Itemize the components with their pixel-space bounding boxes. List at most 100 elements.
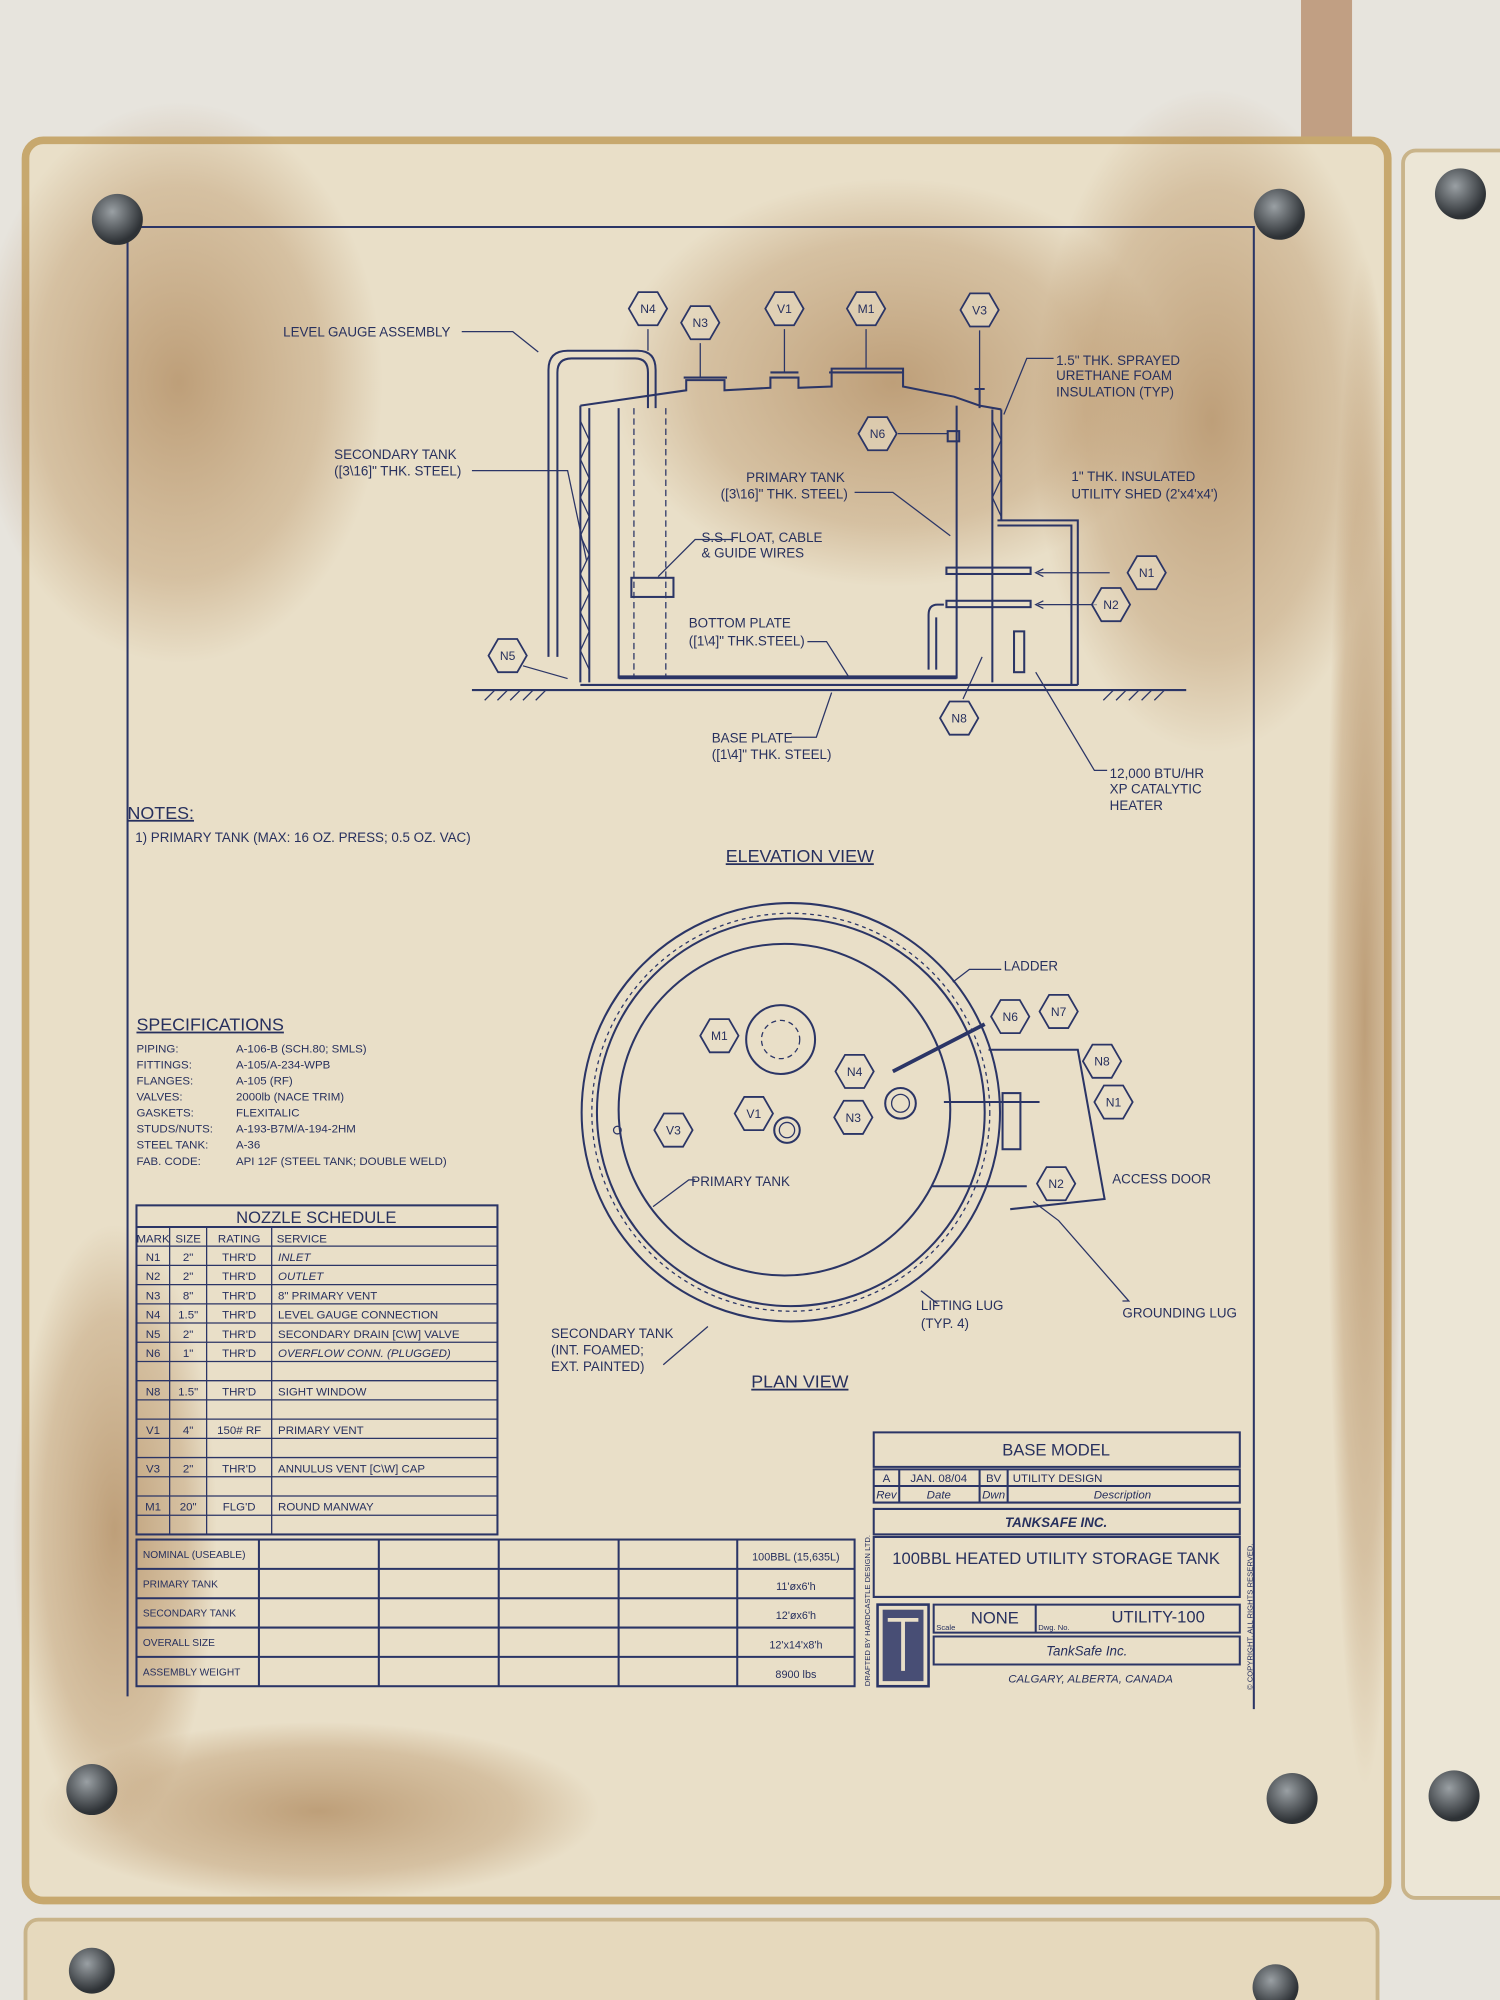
label-heater-2: XP CATALYTIC [1110,781,1202,796]
elevation-tag-n4: N4 [627,291,669,327]
model-label: BASE MODEL [1002,1440,1110,1459]
nozzle-cell: THR'D [222,1252,256,1264]
capacity-label: ASSEMBLY WEIGHT [143,1667,241,1678]
capacity-label: SECONDARY TANK [143,1609,236,1620]
nozzle-cell: 20" [180,1502,197,1514]
plan-tag-n1: N1 [1093,1084,1134,1120]
label-bottom-plate-2: ([1\4]" THK.STEEL) [689,633,805,648]
label-bottom-plate: BOTTOM PLATE [689,616,791,631]
label-secondary-tank-2: ([3\16]" THK. STEEL) [334,464,461,479]
nozzle-header: MARK [136,1233,169,1245]
drawing-border [117,226,1255,1710]
nozzle-cell: 1.5" [178,1386,198,1398]
nozzle-cell: N3 [146,1290,161,1302]
drawing-title: 100BBL HEATED UTILITY STORAGE TANK [892,1549,1220,1568]
nozzle-cell: THR'D [222,1329,256,1341]
spec-value: A-193-B7M/A-194-2HM [236,1124,356,1136]
nozzle-cell: 2" [183,1463,193,1475]
tag-label: V3 [666,1124,681,1138]
elevation-tag-v3: V3 [959,292,1000,328]
nozzle-cell: N5 [146,1329,161,1341]
nozzle-cell: ANNULUS VENT [C\W] CAP [278,1463,425,1475]
nozzle-cell: LEVEL GAUGE CONNECTION [278,1310,438,1322]
tag-label: N5 [500,649,516,663]
nozzle-cell: THR'D [222,1310,256,1322]
capacity-label: NOMINAL (USEABLE) [143,1550,246,1561]
plan-tag-m1: M1 [699,1018,740,1054]
label-grounding-lug: GROUNDING LUG [1122,1306,1236,1321]
elevation-tag-n8: N8 [939,700,980,736]
company-name: TankSafe Inc. [1046,1644,1127,1659]
notes-heading: NOTES: [128,803,194,823]
tag-label: N3 [693,316,709,330]
plan-tag-n4: N4 [834,1053,875,1089]
tag-label: N3 [846,1111,862,1125]
label-access-door: ACCESS DOOR [1112,1172,1211,1187]
label-float: S.S. FLOAT, CABLE [702,530,823,545]
mounting-screws [66,168,1486,2000]
nozzle-cell: THR'D [222,1463,256,1475]
nozzle-cell: V1 [146,1425,160,1437]
spec-value: A-36 [236,1140,260,1152]
adjacent-placard-bottom [23,1917,1380,2000]
dwg-label: Dwg. No. [1038,1623,1069,1632]
plan-tag-v3: V3 [653,1112,694,1148]
scale-label: Scale [936,1623,955,1632]
label-primary-tank-2: ([3\16]" THK. STEEL) [721,487,848,502]
label-plan-secondary-tank-2: (INT. FOAMED; [551,1343,644,1358]
copyright: © COPYRIGHT. ALL RIGHTS RESERVED. [1246,1543,1255,1690]
nozzle-schedule-title: NOZZLE SCHEDULE [236,1208,396,1227]
nozzle-cell: INLET [278,1252,311,1264]
label-float-2: & GUIDE WIRES [702,545,805,560]
spec-value: A-105/A-234-WPB [236,1059,331,1071]
capacity-label: OVERALL SIZE [143,1638,215,1649]
nozzle-cell: ROUND MANWAY [278,1502,374,1514]
rev-value: A [883,1473,891,1485]
nozzle-cell: SECONDARY DRAIN [C\W] VALVE [278,1329,460,1341]
label-lifting-lug: LIFTING LUG [921,1298,1004,1313]
label-ladder: LADDER [1004,959,1059,974]
nozzle-cell: M1 [145,1502,161,1514]
label-insulation: 1.5" THK. SPRAYED [1056,353,1180,368]
capacity-table: NOMINAL (USEABLE)100BBL (15,635L)PRIMARY… [135,1538,856,1688]
nozzle-cell: 2" [183,1252,193,1264]
label-insulation-3: INSULATION (TYP) [1056,385,1174,400]
note-1: 1) PRIMARY TANK (MAX: 16 OZ. PRESS; 0.5 … [135,830,470,845]
spec-label: FAB. CODE: [136,1156,200,1168]
label-shed-2: UTILITY SHED (2'x4'x4') [1071,487,1217,502]
nozzle-cell: V3 [146,1463,160,1475]
plan-tag-n6: N6 [990,999,1031,1035]
nozzle-cell: 2" [183,1271,193,1283]
nozzle-cell: 1" [183,1348,193,1360]
plan-labels: LADDER PRIMARY TANK ACCESS DOOR LIFTING … [551,959,1237,1392]
client-name: TANKSAFE INC. [1005,1515,1107,1530]
plan-tag-n3: N3 [833,1099,874,1135]
nozzle-cell: SIGHT WINDOW [278,1386,367,1398]
label-level-gauge: LEVEL GAUGE ASSEMBLY [283,325,450,340]
capacity-label: PRIMARY TANK [143,1579,218,1590]
elevation-tag-n3: N3 [680,305,721,341]
nozzle-cell: 2" [183,1329,193,1341]
elevation-view-title: ELEVATION VIEW [726,846,874,866]
rust-streak [1301,0,1353,141]
spec-value: A-105 (RF) [236,1075,293,1087]
label-lifting-lug-2: (TYP. 4) [921,1316,969,1331]
spec-label: GASKETS: [136,1108,193,1120]
nozzle-header: SIZE [175,1233,201,1245]
date-header: Date [927,1490,951,1502]
nozzle-cell: N1 [146,1252,161,1264]
tag-label: N2 [1103,598,1119,612]
label-shed: 1" THK. INSULATED [1071,469,1195,484]
elevation-view [461,329,1187,772]
tag-label: N6 [1002,1010,1018,1024]
tanksafe-logo [876,1603,930,1688]
tag-label: N2 [1048,1177,1064,1191]
nozzle-cell: 150# RF [217,1425,261,1437]
elevation-tag-v1: V1 [764,291,805,327]
tag-label: N8 [951,712,967,726]
nozzle-cell: THR'D [222,1271,256,1283]
spec-value: FLEXITALIC [236,1108,300,1120]
spec-label: VALVES: [136,1092,182,1104]
